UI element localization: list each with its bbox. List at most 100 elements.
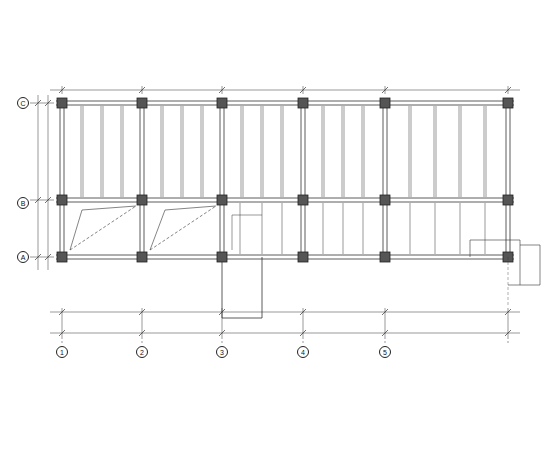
axis-bubble: C <box>17 97 29 109</box>
plan-line <box>435 203 436 254</box>
plan-line <box>505 309 511 315</box>
plan-line <box>38 95 39 270</box>
plan-line <box>382 309 388 315</box>
plan-line <box>520 245 540 246</box>
plan-line <box>324 106 325 197</box>
plan-line <box>70 210 82 250</box>
axis-bubble: A <box>17 251 29 263</box>
plan-line <box>322 106 323 197</box>
column <box>217 98 227 108</box>
axis-label: 2 <box>140 349 144 356</box>
axis-label: 3 <box>220 349 224 356</box>
plan-line <box>486 106 487 197</box>
plan-line <box>364 106 365 197</box>
plan-line <box>461 106 462 197</box>
plan-line <box>35 100 41 106</box>
column <box>298 98 308 108</box>
plan-line <box>283 106 284 197</box>
plan-line <box>163 106 164 197</box>
plan-line <box>323 203 324 254</box>
plan-line <box>59 309 65 315</box>
column <box>380 252 390 262</box>
plan-line <box>70 206 136 250</box>
plan-line <box>362 106 363 197</box>
plan-line <box>30 103 54 104</box>
plan-line <box>101 106 102 197</box>
plan-line <box>35 254 41 260</box>
plan-line <box>142 337 143 343</box>
plan-line <box>303 337 304 343</box>
plan-line <box>103 106 104 197</box>
plan-line <box>344 106 345 197</box>
plan-line <box>81 106 82 197</box>
plan-line <box>56 202 514 203</box>
plan-line <box>508 337 509 343</box>
plan-line <box>64 103 65 257</box>
axis-bubble: 1 <box>56 346 68 358</box>
column <box>57 195 67 205</box>
axis-label: B <box>21 200 26 207</box>
plan-line <box>262 203 263 254</box>
plan-line <box>150 206 216 250</box>
plan-line <box>83 106 84 197</box>
plan-line <box>436 106 437 197</box>
plan-line <box>301 103 302 257</box>
plan-line <box>35 197 41 203</box>
plan-line <box>485 203 486 254</box>
plan-line <box>343 203 344 254</box>
plan-line <box>220 103 221 257</box>
plan-line <box>300 87 306 93</box>
plan-line <box>30 257 54 258</box>
plan-line <box>219 330 225 336</box>
plan-line <box>222 337 223 343</box>
column <box>380 195 390 205</box>
column <box>503 98 513 108</box>
plan-line <box>181 106 182 197</box>
plan-line <box>300 330 306 336</box>
plan-line <box>470 240 471 257</box>
axis-label: 5 <box>383 349 387 356</box>
plan-line <box>62 337 63 343</box>
axis-label: C <box>20 100 25 107</box>
plan-line <box>385 337 386 343</box>
plan-line <box>281 106 282 197</box>
plan-line <box>383 103 384 257</box>
plan-line <box>82 206 136 210</box>
plan-line <box>45 100 51 106</box>
plan-line <box>363 203 364 254</box>
plan-line <box>510 103 511 257</box>
plan-line <box>262 257 263 318</box>
plan-line <box>460 203 461 254</box>
plan-line <box>409 106 410 197</box>
plan-line <box>387 103 388 257</box>
plan-line <box>201 106 202 197</box>
plan-line <box>48 95 49 270</box>
plan-line <box>261 106 262 197</box>
plan-line <box>540 245 541 285</box>
plan-line <box>508 285 540 286</box>
axis-bubble: 5 <box>379 346 391 358</box>
plan-line <box>139 330 145 336</box>
plan-line <box>50 333 520 334</box>
plan-line <box>45 197 51 203</box>
plan-line <box>50 312 520 313</box>
axis-label: 4 <box>301 349 305 356</box>
plan-line <box>59 330 65 336</box>
plan-line <box>150 210 165 250</box>
plan-line <box>300 309 306 315</box>
plan-line <box>59 87 65 93</box>
plan-line <box>411 106 412 197</box>
axis-bubble: B <box>17 197 29 209</box>
column <box>380 98 390 108</box>
plan-line <box>434 106 435 197</box>
plan-line <box>139 309 145 315</box>
plan-line <box>56 101 514 102</box>
plan-line <box>56 105 514 106</box>
plan-line <box>56 198 514 199</box>
plan-line <box>56 259 514 260</box>
plan-line <box>165 206 216 210</box>
plan-line <box>505 330 511 336</box>
column <box>57 98 67 108</box>
